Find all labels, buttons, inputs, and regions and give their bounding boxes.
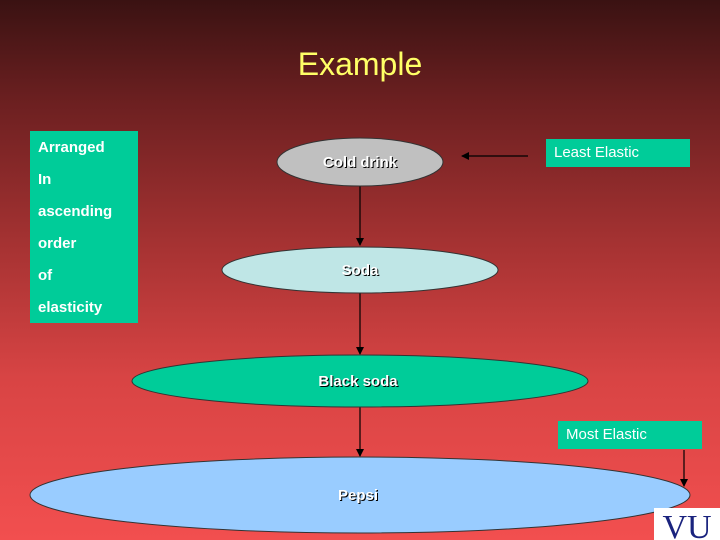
node-pepsi-label: Pepsi (339, 488, 379, 505)
slide-title: Example (297, 46, 423, 82)
node-black-soda-label: Black soda (319, 374, 399, 391)
node-soda-label-front: Soda (342, 262, 379, 279)
node-black-soda: Black soda Black soda (131, 354, 589, 408)
note-line-2: In (38, 171, 52, 188)
note-line-3: ascending (38, 203, 113, 220)
node-cold-drink: Cold drink Cold drink (276, 137, 444, 187)
note-line-5: of (38, 267, 53, 284)
most-elastic-tag: Most Elastic (558, 421, 702, 449)
node-cold-drink-label-front: Cold drink (323, 154, 398, 171)
note-line-1: Arranged (38, 139, 105, 156)
least-elastic-tag: Least Elastic (546, 139, 690, 167)
node-soda-label: Soda (343, 263, 380, 280)
node-pepsi-label-front: Pepsi (338, 487, 378, 504)
node-cold-drink-label: Cold drink (324, 155, 399, 172)
note-line-4: order (38, 235, 77, 252)
vu-logo: VU (654, 508, 720, 540)
node-soda: Soda Soda (221, 246, 499, 294)
node-pepsi: Pepsi Pepsi (29, 456, 691, 534)
ascending-order-note: Arranged In ascending order of elasticit… (30, 131, 138, 323)
note-line-6: elasticity (38, 299, 103, 316)
vu-logo-mark: VU (662, 509, 711, 540)
svg-text:VU: VU (662, 509, 711, 540)
node-black-soda-label-front: Black soda (318, 373, 398, 390)
